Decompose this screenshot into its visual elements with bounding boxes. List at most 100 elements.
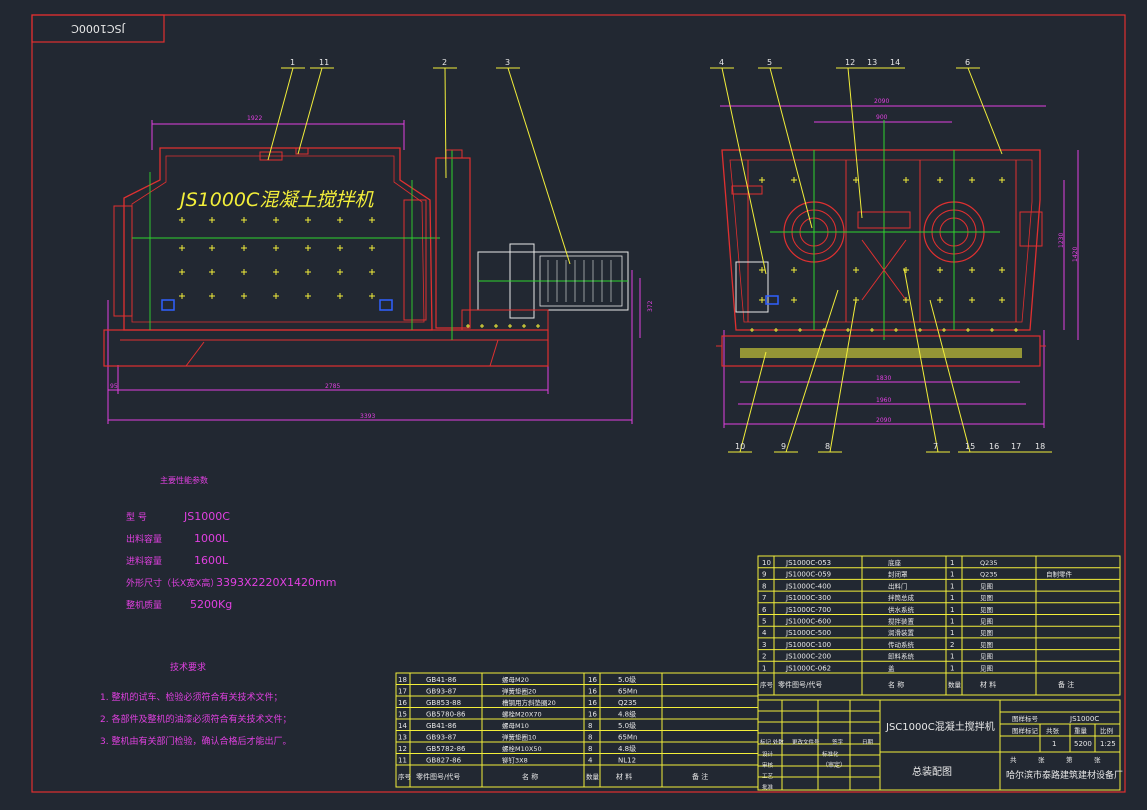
part-no: 18 (398, 676, 407, 684)
callout-label: 1 (290, 58, 295, 67)
part-material: 见图 (980, 618, 993, 626)
part-qty: 16 (588, 676, 597, 684)
callout-label: 17 (1011, 442, 1021, 451)
part-name: 盖 (888, 663, 895, 672)
part-material: 见图 (980, 653, 993, 661)
title-product: JSC1000C混凝土搅拌机 (885, 720, 995, 733)
header-name: 名 称 (888, 680, 904, 689)
sign-label: 更改文件号 (792, 738, 820, 746)
part-code: GB5780-86 (426, 711, 466, 719)
part-no: 11 (398, 757, 407, 765)
title-drawing-name: 总装配图 (912, 765, 952, 778)
part-no: 6 (762, 606, 767, 614)
part-code: GB827-86 (426, 757, 462, 765)
part-material: Q235 (980, 571, 998, 579)
part-code: GB853-88 (426, 699, 461, 707)
sign-label: 日期 (862, 739, 874, 746)
callout-label: 11 (319, 58, 329, 67)
part-no: 17 (398, 688, 407, 696)
dim-3393: 3393 (360, 413, 375, 420)
part-code: GB93-87 (426, 734, 457, 742)
part-name: 螺栓M10X50 (502, 744, 542, 753)
part-code: JS1000C-500 (785, 629, 831, 637)
specs-heading: 主要性能参数 (160, 475, 208, 485)
header-code: 零件图号/代号 (416, 772, 460, 781)
part-name: 传动系统 (888, 640, 915, 649)
callout-label: 18 (1035, 442, 1045, 451)
part-material: Q235 (618, 699, 637, 707)
part-qty: 1 (950, 618, 954, 626)
part-name: 螺母M10 (502, 721, 529, 730)
part-no: 16 (398, 699, 407, 707)
sign-label: 标记 处数 (760, 738, 784, 746)
header-material: 材 料 (980, 680, 996, 689)
part-qty: 1 (950, 629, 954, 637)
part-name: 搅拌装置 (888, 617, 915, 626)
part-no: 13 (398, 734, 407, 742)
part-note: 自制零件 (1046, 570, 1073, 579)
header-no: 序号 (760, 680, 774, 689)
part-code: JS1000C-300 (785, 594, 831, 602)
title-scale: 1:25 (1100, 740, 1116, 748)
tech-item: 2. 各部件及整机的油漆必须符合有关技术文件； (100, 713, 291, 725)
spec-value: 3393X2220X1420mm (216, 576, 336, 589)
part-name: 螺母M20 (502, 675, 529, 684)
part-qty: 8 (588, 745, 592, 753)
part-name: 供水系统 (888, 605, 915, 614)
dim-1420: 1420 (1072, 247, 1079, 262)
header-code: 零件图号/代号 (778, 680, 822, 689)
sign-label: 审核 (762, 761, 774, 769)
callout-label: 3 (505, 58, 510, 67)
sign-label: 批准 (762, 783, 774, 791)
sheet-label: 第 (1066, 755, 1073, 764)
part-material: 见图 (980, 582, 993, 590)
part-qty: 4 (588, 757, 593, 765)
title-sheet-no: 1 (1052, 740, 1056, 748)
part-material: 4.8级 (618, 744, 636, 753)
callout-label: 4 (719, 58, 724, 67)
part-material: 见图 (980, 594, 993, 602)
header-qty: 数量 (586, 772, 600, 781)
part-qty: 1 (950, 559, 954, 567)
callout-label: 12 (845, 58, 855, 67)
part-name: 铆钉3X8 (502, 756, 528, 765)
tech-item: 1. 整机的试车、检验必须符合有关技术文件； (100, 691, 282, 703)
title-mark-label: 图样标记 (1012, 726, 1039, 735)
header-note: 备 注 (1058, 680, 1074, 689)
callout-label: 2 (442, 58, 447, 67)
part-qty: 16 (588, 699, 597, 707)
part-code: JS1000C-700 (785, 606, 831, 614)
part-no: 9 (762, 571, 766, 579)
spec-value: JS1000C (183, 510, 230, 523)
dim-1960: 1960 (876, 397, 891, 404)
sheet-label: 张 (1038, 755, 1045, 764)
part-name: 出料门 (888, 581, 908, 590)
callout-label: 16 (989, 442, 999, 451)
tech-heading: 技术要求 (170, 661, 206, 673)
part-code: GB41-86 (426, 722, 457, 730)
part-qty: 8 (588, 722, 592, 730)
callout-label: 13 (867, 58, 877, 67)
part-code: GB41-86 (426, 676, 457, 684)
spec-label: 型 号 (126, 512, 147, 523)
title-sheets-label: 共张 (1046, 726, 1060, 735)
part-qty: 1 (950, 606, 954, 614)
part-code: JS1000C-053 (785, 559, 831, 567)
sign-label: 设计 (762, 750, 774, 758)
part-qty: 1 (950, 653, 954, 661)
dim-95: 95 (110, 383, 118, 390)
code-tag-text: JSC1000C (71, 22, 126, 35)
callout-label: 6 (965, 58, 970, 67)
part-code: JS1000C-200 (785, 653, 831, 661)
part-material: 65Mn (618, 688, 637, 696)
part-material: 见图 (980, 641, 993, 649)
part-no: 3 (762, 641, 766, 649)
part-code: GB93-87 (426, 688, 457, 696)
date-note: （审定） (822, 761, 846, 769)
header-name: 名 称 (522, 772, 538, 781)
title-weight: 5200 (1074, 740, 1092, 748)
spec-value: 5200Kg (190, 598, 232, 611)
part-no: 5 (762, 618, 766, 626)
